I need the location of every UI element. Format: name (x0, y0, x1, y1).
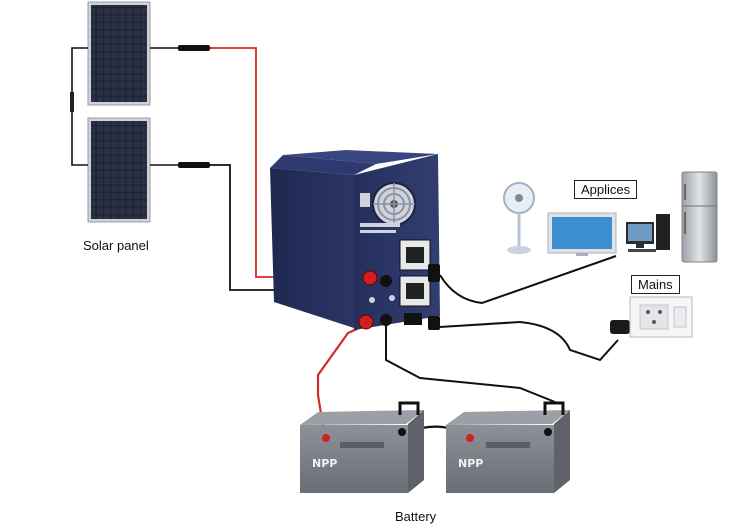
fan-grille-icon (372, 182, 416, 226)
battery-2: NPP (446, 401, 570, 493)
panel-series-cable (70, 47, 88, 166)
fridge-icon (681, 171, 718, 263)
mains-label: Mains (631, 275, 680, 294)
applices-label: Applices (574, 180, 638, 199)
ac-output-socket-1 (399, 239, 431, 271)
appliance-cable (439, 255, 617, 305)
battery-label: Battery (395, 509, 437, 524)
mains-cable (439, 320, 630, 362)
pv-negative-terminal (380, 275, 392, 287)
battery-negative-terminal (380, 314, 392, 326)
battery-brand-label-1: NPP (312, 457, 337, 470)
wall-outlet-icon (629, 296, 693, 338)
solar-panel-top (87, 1, 151, 106)
ac-output-socket-2 (399, 275, 431, 307)
battery-negative-wire (385, 325, 556, 403)
computer-icon (626, 214, 670, 252)
inverter-unit (270, 150, 440, 330)
battery-brand-label-2: NPP (458, 457, 483, 470)
tv-icon (547, 212, 617, 256)
fan-icon (503, 182, 535, 254)
battery-positive-wire (316, 323, 367, 439)
solar-panel-label: Solar panel (83, 238, 149, 253)
battery-1: NPP (300, 401, 424, 493)
battery-positive-terminal (358, 314, 374, 330)
solar-panel-bottom (87, 117, 151, 223)
pv-positive-terminal (362, 270, 378, 286)
